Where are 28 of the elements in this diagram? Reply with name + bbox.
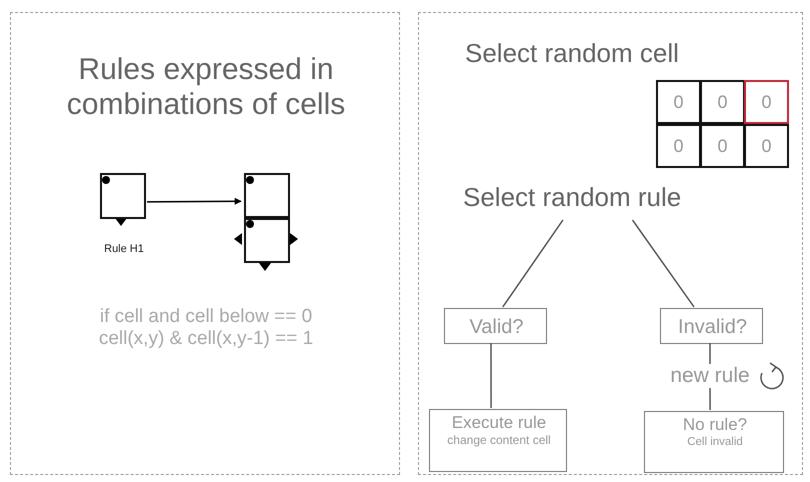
flow-box (660, 308, 763, 344)
action-text: change content cell (447, 434, 551, 448)
decision-text: Valid? (468, 316, 525, 339)
step-heading: Select random cell (465, 39, 680, 69)
cell-square (244, 218, 290, 263)
decision-text: Invalid? (677, 316, 748, 339)
grid-cell: 0 (656, 124, 701, 168)
grid-cell: 0 (700, 124, 745, 168)
action-title: No rule? (682, 415, 748, 435)
flow-box (429, 409, 567, 472)
dashed-panel (10, 12, 400, 475)
cell-square (244, 173, 290, 218)
connector-line (632, 220, 695, 308)
connector-line (502, 220, 564, 308)
action-text: Cell invalid (686, 436, 744, 450)
condition-text: if cell and cell below == 0 cell(x,y) & cell(x,y-1) == 1 (98, 306, 314, 350)
arrow (147, 198, 242, 205)
grid-cell: 0 (744, 124, 789, 168)
grid-cell: 0 (656, 80, 701, 124)
flow-box (644, 411, 784, 473)
action-title: Execute rule (450, 413, 548, 433)
step-heading: Select random rule (463, 183, 682, 213)
connector-line (490, 343, 492, 408)
panel-title: Rules expressed in combinations of cells (66, 53, 346, 122)
flow-box (444, 308, 547, 344)
rule-caption: Rule H1 (103, 243, 145, 256)
selected-grid-cell: 0 (744, 80, 789, 124)
grid-cell: 0 (700, 80, 745, 124)
